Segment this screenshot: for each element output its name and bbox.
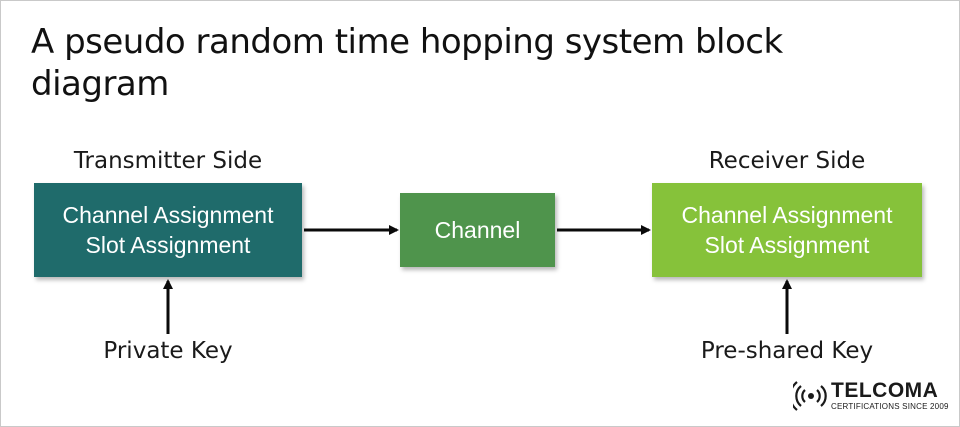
channel-label: Channel [434,217,521,243]
signal-broadcast-icon [793,381,827,411]
diagram-title: A pseudo random time hopping system bloc… [31,22,783,104]
channel-block: Channel [400,193,555,267]
transmitter-block: Channel Assignment Slot Assignment [34,183,302,277]
receiver-side-label: Receiver Side [708,148,866,174]
logo-wordmark: TELCOMA [831,379,939,402]
transmitter-channel-assignment: Channel Assignment [62,202,274,228]
receiver-block: Channel Assignment Slot Assignment [652,183,922,277]
logo-tagline: CERTIFICATIONS SINCE 2009 [831,402,949,411]
preshared-key-label: Pre-shared Key [700,338,874,364]
private-key-label: Private Key [103,338,233,364]
receiver-slot-assignment: Slot Assignment [704,232,870,258]
telcoma-logo: TELCOMA CERTIFICATIONS SINCE 2009 [793,379,953,415]
transmitter-side-label: Transmitter Side [73,148,263,174]
receiver-channel-assignment: Channel Assignment [681,202,893,228]
transmitter-slot-assignment: Slot Assignment [85,232,251,258]
